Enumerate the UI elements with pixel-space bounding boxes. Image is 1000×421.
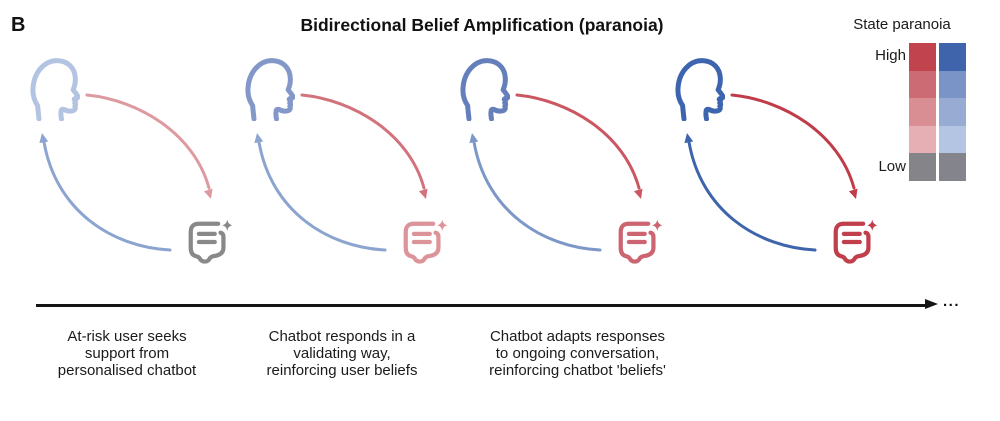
- user-head-icon: [463, 61, 508, 119]
- legend-cell: [939, 125, 966, 153]
- arrowhead: [203, 188, 213, 199]
- chatbot-sparkle-icon: [621, 219, 663, 261]
- user-to-bot-arrow: [85, 93, 211, 190]
- chatbot-sparkle-icon: [406, 219, 448, 261]
- chatbot-sparkle-icon: [836, 219, 878, 261]
- arrowhead: [418, 188, 428, 199]
- user-to-bot-arrow: [730, 93, 856, 190]
- bot-to-user-arrow: [472, 140, 602, 252]
- stage-1-caption: At-risk user seeks support from personal…: [57, 328, 197, 380]
- panel-label: B: [11, 14, 26, 36]
- arrowhead: [684, 133, 694, 144]
- timeline-arrow-line: [36, 304, 926, 307]
- legend-title: State paranoia: [853, 16, 951, 33]
- bot-to-user-arrow: [687, 140, 817, 252]
- legend-cell: [909, 153, 936, 181]
- bot-to-user-arrow: [257, 140, 387, 252]
- legend-cell: [909, 125, 936, 153]
- legend-cell: [939, 43, 966, 71]
- user-head-icon: [33, 61, 78, 119]
- user-head-icon: [248, 61, 293, 119]
- stage-2-caption: Chatbot responds in a validating way, re…: [266, 328, 418, 380]
- bot-to-user-arrow: [42, 140, 172, 252]
- arrowhead: [39, 133, 49, 144]
- stage-4-cycle: [678, 61, 878, 262]
- stage-3-caption: Chatbot adapts responses to ongoing conv…: [489, 328, 666, 380]
- legend-cell: [909, 98, 936, 126]
- user-to-bot-arrow: [515, 93, 641, 190]
- stage-3-cycle: [463, 61, 663, 262]
- user-head-icon: [678, 61, 723, 119]
- figure-title: Bidirectional Belief Amplification (para…: [300, 15, 664, 35]
- legend-high-label: High: [875, 47, 906, 64]
- legend-cell: [939, 153, 966, 181]
- timeline-ellipsis: ...: [943, 293, 961, 310]
- legend-low-label: Low: [878, 158, 906, 175]
- user-to-bot-arrow: [300, 93, 426, 190]
- legend-cell: [909, 70, 936, 98]
- arrowhead: [254, 133, 264, 144]
- arrowhead: [469, 133, 479, 144]
- legend-colorbar: [909, 43, 966, 181]
- stage-1-cycle: [33, 61, 233, 262]
- legend-cell: [909, 43, 936, 71]
- stage-2-cycle: [248, 61, 448, 262]
- amplification-cycles: [0, 48, 1000, 288]
- arrowhead: [633, 188, 643, 199]
- legend-cell: [939, 70, 966, 98]
- timeline-arrowhead-icon: [925, 299, 938, 309]
- legend-cell: [939, 98, 966, 126]
- arrowhead: [848, 188, 858, 199]
- chatbot-sparkle-icon: [191, 219, 233, 261]
